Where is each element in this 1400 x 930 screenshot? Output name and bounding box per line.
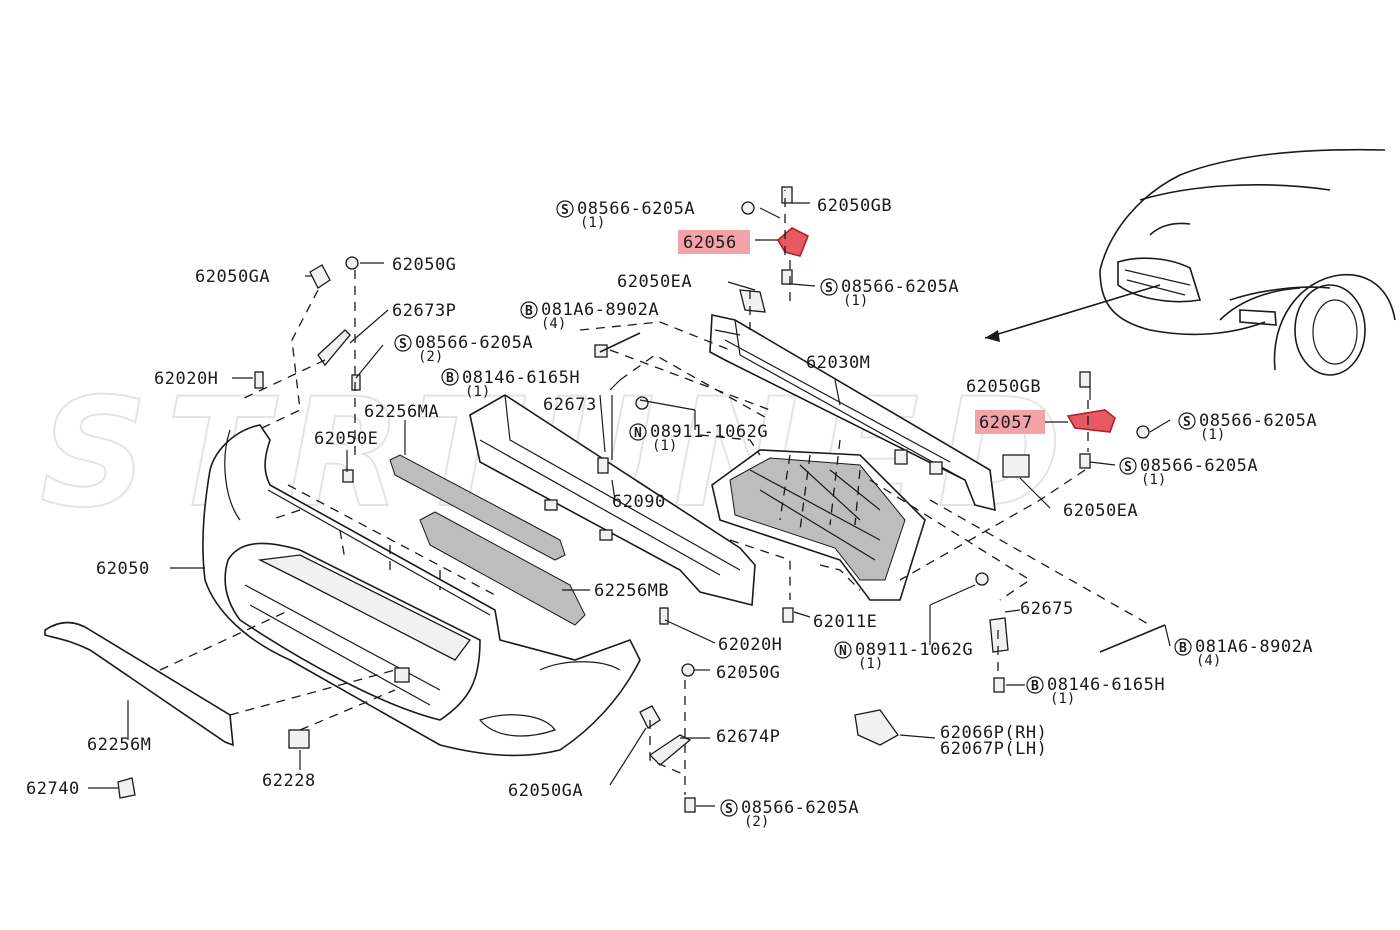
label-62050g-bottom: 62050G [716,663,780,683]
label-62050ea-right: 62050EA [1063,501,1138,521]
highlight-62056 [678,230,750,254]
label-08146-top: 08146-6165H [462,368,580,388]
code-n: N [634,426,642,441]
label-62675: 62675 [1020,599,1074,619]
label-62740: 62740 [26,779,80,799]
label-62066p: 62066P(RH) [940,723,1047,743]
qty-08566-left: (2) [418,349,443,365]
label-08566-r1: 08566-6205A [1199,411,1317,431]
reinforcement-62030m [709,314,996,512]
qty-08566-r1: (1) [1200,427,1225,443]
vehicle-inset [984,148,1396,376]
code-s: S [561,203,569,218]
qty-08911-right: (1) [858,656,883,672]
qty-081a6-top: (4) [541,316,566,332]
code-circle [1174,638,1192,656]
code-circle [441,368,459,386]
code-circle [556,200,574,218]
qty-081a6-right: (4) [1196,653,1221,669]
bracket-62056-part [776,227,810,257]
code-circle [520,301,538,319]
code-circle [834,641,852,659]
label-62256m: 62256M [87,735,151,755]
absorber-62090 [469,394,756,607]
lip-62256m [44,621,234,747]
label-62057: 62057 [979,413,1033,433]
label-08566-left: 08566-6205A [415,333,533,353]
label-62020h-left: 62020H [154,369,218,389]
label-62050ga-bottom: 62050GA [508,781,583,801]
bracket-62057-part [1066,409,1116,433]
label-08566-bottom: 08566-6205A [741,798,859,818]
code-b: B [446,371,454,386]
code-markers: S S B S B N S S N B B S [394,200,1196,817]
label-62673p: 62673P [392,301,456,321]
code-b: B [1179,641,1187,656]
label-62030m: 62030M [806,353,870,373]
label-08146-right: 08146-6165H [1047,675,1165,695]
code-b: B [525,304,533,319]
label-62056: 62056 [683,233,737,253]
code-circle [1026,676,1044,694]
qty-08146-right: (1) [1050,691,1075,707]
qty-08566-r2: (1) [1141,472,1166,488]
code-s: S [1183,415,1191,430]
label-081a6-right: 081A6-8902A [1195,637,1313,657]
code-circle [820,278,838,296]
label-62067p: 62067P(LH) [940,739,1047,759]
label-62050ga-left: 62050GA [195,267,270,287]
code-s: S [725,802,733,817]
code-n: N [839,644,847,659]
label-62256mb: 62256MB [594,581,669,601]
qty-08911-top: (1) [652,438,677,454]
code-circle [394,334,412,352]
label-62050e: 62050E [314,429,378,449]
label-62673: 62673 [543,395,597,415]
label-62228: 62228 [262,771,316,791]
label-081a6-top: 081A6-8902A [541,300,659,320]
code-circle [720,799,738,817]
code-circle [1178,412,1196,430]
label-08911-top: 08911-1062G [650,422,768,442]
label-62256ma: 62256MA [364,402,439,422]
part-labels: 62050GB 08566-6205A (1) 62056 08566-6205… [26,196,1317,830]
fasteners [117,186,1166,813]
label-08566-mid: 08566-6205A [841,277,959,297]
grille-bracket [711,449,926,601]
code-b: B [1031,679,1039,694]
label-62050ea-top: 62050EA [617,272,692,292]
label-62050: 62050 [96,559,150,579]
highlight-62057 [975,410,1045,434]
label-62674p: 62674P [716,727,780,747]
code-s: S [825,281,833,296]
qty-08566-bottom: (2) [744,814,769,830]
qty-08566-top: (1) [580,215,605,231]
grille-62256ma [389,454,566,561]
qty-08566-mid: (1) [843,293,868,309]
code-circle [629,423,647,441]
bumper-fascia-62050 [202,424,641,757]
leader-lines [88,190,1171,807]
label-62090: 62090 [612,492,666,512]
grille-62256mb [419,511,586,626]
label-08566-r2: 08566-6205A [1140,456,1258,476]
label-08566-top: 08566-6205A [577,199,695,219]
code-s: S [1124,460,1132,475]
label-62050gb-right: 62050GB [966,377,1041,397]
label-62020h-right: 62020H [718,635,782,655]
label-62050g-top: 62050G [392,255,456,275]
code-s: S [399,337,407,352]
label-08911-right: 08911-1062G [855,640,973,660]
code-circle [1119,457,1137,475]
qty-08146-top: (1) [465,384,490,400]
bracket-62674p [648,734,692,766]
label-62011e: 62011E [813,612,877,632]
label-62050gb-top: 62050GB [817,196,892,216]
bracket-62673p [317,329,351,367]
